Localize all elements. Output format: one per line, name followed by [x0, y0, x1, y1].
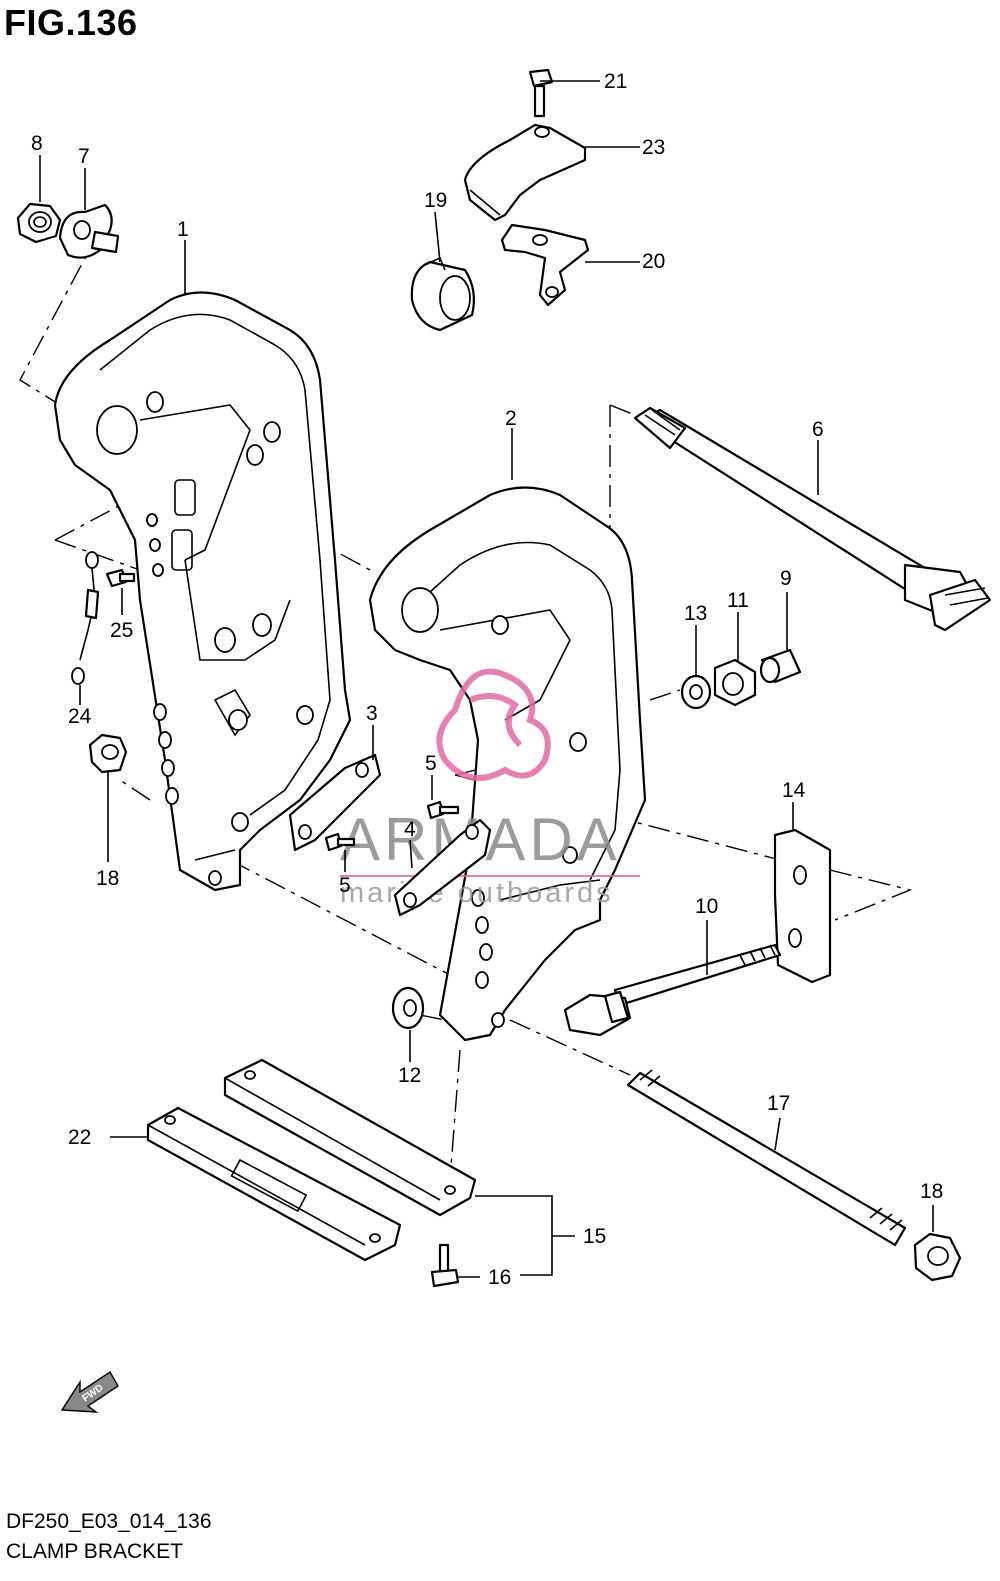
- diagram-code: DF250_E03_014_136: [6, 1510, 212, 1533]
- callout-1: 1: [177, 218, 189, 241]
- nut-18-right: [913, 1232, 962, 1282]
- callout-17: 17: [767, 1092, 790, 1115]
- callout-7: 7: [78, 145, 90, 168]
- callout-14: 14: [782, 779, 806, 802]
- callout-23: 23: [642, 136, 665, 159]
- plate-14: [773, 828, 832, 984]
- watermark-logo-icon: [436, 668, 551, 781]
- callout-3: 3: [366, 702, 378, 725]
- callout-12: 12: [398, 1064, 421, 1087]
- callout-5-upper: 5: [425, 752, 437, 775]
- bolt-16: [430, 1243, 460, 1288]
- callout-5-lower: 5: [339, 874, 351, 897]
- nut-18-left: [88, 733, 128, 774]
- clamp-bracket-starboard: [368, 486, 647, 1042]
- washer-13: [680, 674, 712, 710]
- bushing-9: [759, 648, 802, 684]
- clamp-bracket-port: [53, 291, 352, 892]
- callout-13: 13: [684, 602, 707, 625]
- plate-3: [288, 753, 382, 852]
- washer-12: [391, 986, 425, 1030]
- callout-11: 11: [727, 589, 749, 612]
- nut-8: [16, 202, 62, 244]
- callout-19: 19: [424, 189, 447, 212]
- callout-21: 21: [604, 70, 627, 93]
- callout-25: 25: [110, 619, 133, 642]
- callout-18-right: 18: [920, 1180, 943, 1203]
- figure-title: FIG.136: [4, 2, 138, 43]
- pad-15: [223, 1058, 477, 1217]
- shaft-17: [626, 1069, 907, 1247]
- cover-23: [463, 123, 587, 222]
- callout-16: 16: [488, 1266, 511, 1289]
- callout-10: 10: [695, 895, 718, 918]
- tilt-tube-6: [633, 406, 992, 632]
- screw-25: [105, 568, 136, 588]
- plate-4: [393, 818, 492, 917]
- callout-24: 24: [68, 705, 92, 728]
- screw-5-lower: [324, 832, 356, 852]
- forward-arrow-icon: FWD: [60, 1371, 119, 1413]
- bolt-21: [528, 68, 554, 118]
- callout-6: 6: [812, 418, 824, 441]
- callout-numbers: 8 7 1 19 21 23 20 2 6 9 11 13 25 24 3 5 …: [31, 70, 943, 1289]
- callout-20: 20: [642, 250, 665, 273]
- callout-4: 4: [404, 818, 416, 841]
- callout-8: 8: [31, 132, 43, 155]
- watermark: ARMADA marine outboards: [340, 668, 640, 909]
- bracket-20: [500, 223, 590, 307]
- nut-11: [713, 658, 757, 707]
- leader-lines: [39, 80, 934, 1278]
- callout-15: 15: [583, 1225, 606, 1248]
- grommet-19: [410, 256, 475, 332]
- callout-22: 22: [68, 1126, 91, 1149]
- gasket-7: [58, 203, 120, 259]
- watermark-tagline: marine outboards: [340, 877, 614, 909]
- screw-5-upper: [426, 800, 460, 820]
- callout-18-left: 18: [96, 867, 119, 890]
- diagram-name: CLAMP BRACKET: [6, 1540, 183, 1563]
- ground-wire-24: [71, 551, 100, 685]
- pad-22: [146, 1106, 402, 1262]
- callout-9: 9: [780, 567, 792, 590]
- bolt-10: [563, 943, 782, 1037]
- callout-2: 2: [505, 407, 517, 430]
